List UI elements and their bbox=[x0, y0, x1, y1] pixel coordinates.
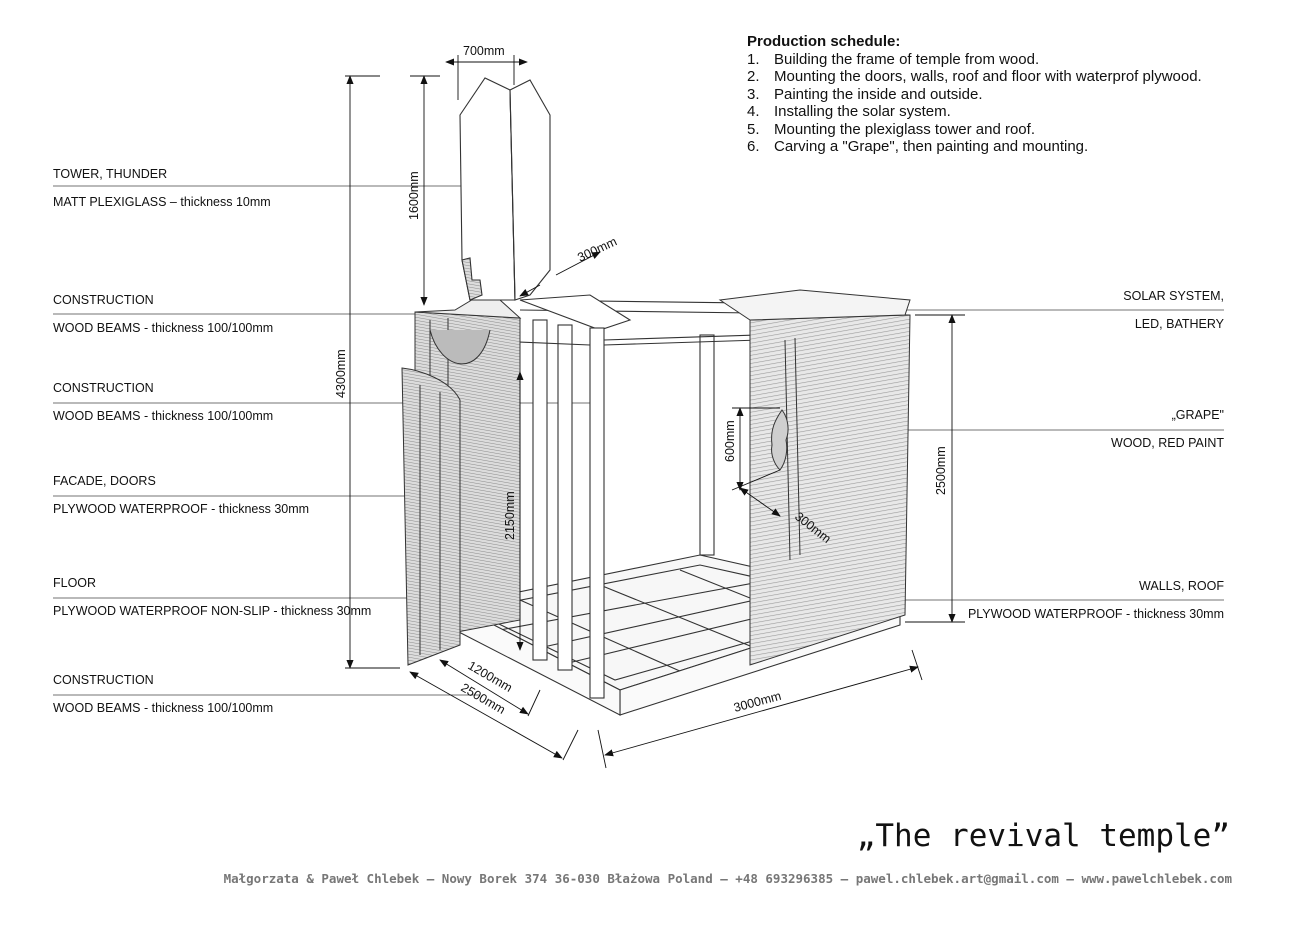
label-solar-detail: LED, BATHERY bbox=[1134, 317, 1224, 331]
label-facade-title: FACADE, DOORS bbox=[53, 474, 156, 488]
dim-tower-depth: 300mm bbox=[575, 234, 619, 264]
label-tower-detail: MATT PLEXIGLASS – thickness 10mm bbox=[53, 195, 271, 209]
label-construction-1-title: CONSTRUCTION bbox=[53, 293, 154, 307]
label-grape-detail: WOOD, RED PAINT bbox=[1111, 436, 1224, 450]
dim-wall-height: 2500mm bbox=[934, 446, 948, 495]
label-construction-2-detail: WOOD BEAMS - thickness 100/100mm bbox=[53, 409, 274, 423]
schedule-step: 5.Mounting the plexiglass tower and roof… bbox=[747, 120, 1035, 138]
dim-door-height: 2150mm bbox=[503, 491, 517, 540]
frame-beams bbox=[469, 294, 911, 699]
right-wall bbox=[718, 289, 911, 666]
label-walls-detail: PLYWOOD WATERPROOF - thickness 30mm bbox=[967, 607, 1224, 621]
label-construction-1-detail: WOOD BEAMS - thickness 100/100mm bbox=[53, 321, 274, 335]
label-construction-3-title: CONSTRUCTION bbox=[53, 673, 154, 687]
dim-tower-width: 700mm bbox=[463, 44, 505, 58]
dim-grape-height: 600mm bbox=[723, 420, 737, 462]
tower bbox=[459, 77, 551, 301]
schedule-step: 4.Installing the solar system. bbox=[747, 103, 951, 120]
dimension-lines bbox=[345, 55, 965, 769]
dim-tower-height: 1600mm bbox=[407, 171, 421, 220]
schedule-step: 3.Painting the inside and outside. bbox=[747, 85, 983, 103]
dim-length: 3000mm bbox=[732, 689, 783, 715]
schedule-step: 6.Carving a "Grape", then painting and m… bbox=[747, 138, 1089, 155]
label-floor-detail: PLYWOOD WATERPROOF NON-SLIP - thickness … bbox=[53, 604, 372, 618]
leader-lines bbox=[53, 185, 1224, 696]
label-grape-title: „GRAPE" bbox=[1171, 408, 1224, 422]
label-construction-2-title: CONSTRUCTION bbox=[53, 381, 154, 395]
label-walls-title: WALLS, ROOF bbox=[1139, 579, 1224, 593]
label-facade-detail: PLYWOOD WATERPROOF - thickness 30mm bbox=[53, 502, 310, 516]
label-tower-title: TOWER, THUNDER bbox=[53, 167, 168, 181]
label-floor-title: FLOOR bbox=[53, 576, 97, 590]
page-title: „The revival temple” bbox=[856, 818, 1230, 854]
schedule-list: 1.Building the frame of temple from wood… bbox=[747, 51, 1202, 156]
schedule-step: 1.Building the frame of temple from wood… bbox=[747, 50, 1040, 68]
production-schedule: Production schedule: 1.Building the fram… bbox=[747, 33, 1202, 156]
contact-footer: Małgorzata & Paweł Chlebek – Nowy Borek … bbox=[223, 871, 1232, 886]
door bbox=[401, 367, 461, 666]
label-solar-title: SOLAR SYSTEM, bbox=[1123, 289, 1224, 303]
label-construction-3-detail: WOOD BEAMS - thickness 100/100mm bbox=[53, 701, 274, 715]
schedule-step: 2.Mounting the doors, walls, roof and fl… bbox=[747, 68, 1202, 85]
schedule-heading: Production schedule: bbox=[747, 33, 901, 50]
dim-total-height: 4300mm bbox=[334, 349, 348, 398]
